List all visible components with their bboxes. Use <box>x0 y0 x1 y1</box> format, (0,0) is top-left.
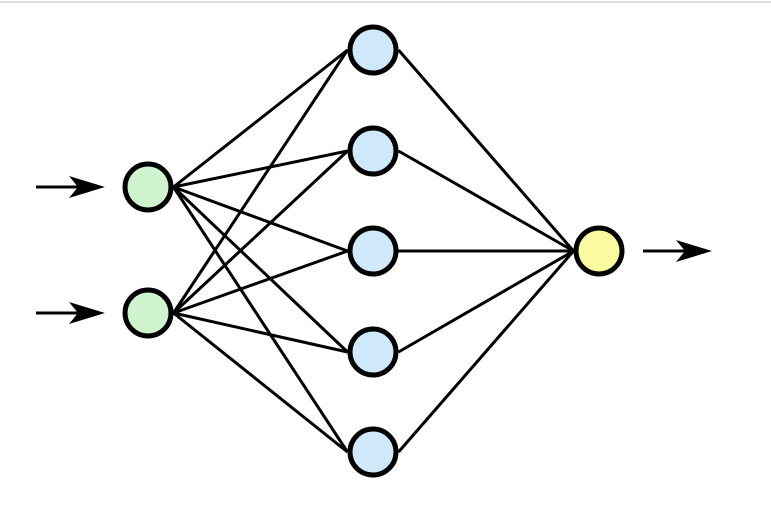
edge-hidden-1-output-1 <box>397 49 575 252</box>
output-arrow-head <box>676 240 712 262</box>
edge-input-2-hidden-2 <box>172 149 349 315</box>
input-1-node <box>122 161 174 213</box>
edge-input-2-hidden-3 <box>172 249 349 315</box>
hidden-1-node <box>347 24 399 76</box>
edge-input-2-hidden-1 <box>172 49 349 314</box>
output-1-node <box>573 225 625 277</box>
edge-input-1-hidden-2 <box>173 149 348 189</box>
input-arrow-2-head <box>69 302 105 324</box>
edge-hidden-5-output-1 <box>397 250 575 453</box>
edge-hidden-2-output-1 <box>397 149 575 253</box>
edge-input-1-hidden-3 <box>172 185 349 253</box>
hidden-5-node <box>347 426 399 478</box>
edge-input-2-hidden-5 <box>172 311 349 454</box>
edge-input-1-hidden-1 <box>172 48 349 189</box>
hidden-4-node <box>347 326 399 378</box>
input-2-node <box>122 287 174 339</box>
hidden-3-node <box>347 225 399 277</box>
edge-hidden-4-output-1 <box>397 249 575 354</box>
edge-input-2-hidden-4 <box>173 311 348 354</box>
edge-input-1-hidden-5 <box>172 186 349 453</box>
hidden-2-node <box>347 125 399 177</box>
input-arrow-1-head <box>69 176 105 198</box>
edge-input-1-hidden-4 <box>172 185 349 354</box>
top-border-line <box>0 1 771 3</box>
